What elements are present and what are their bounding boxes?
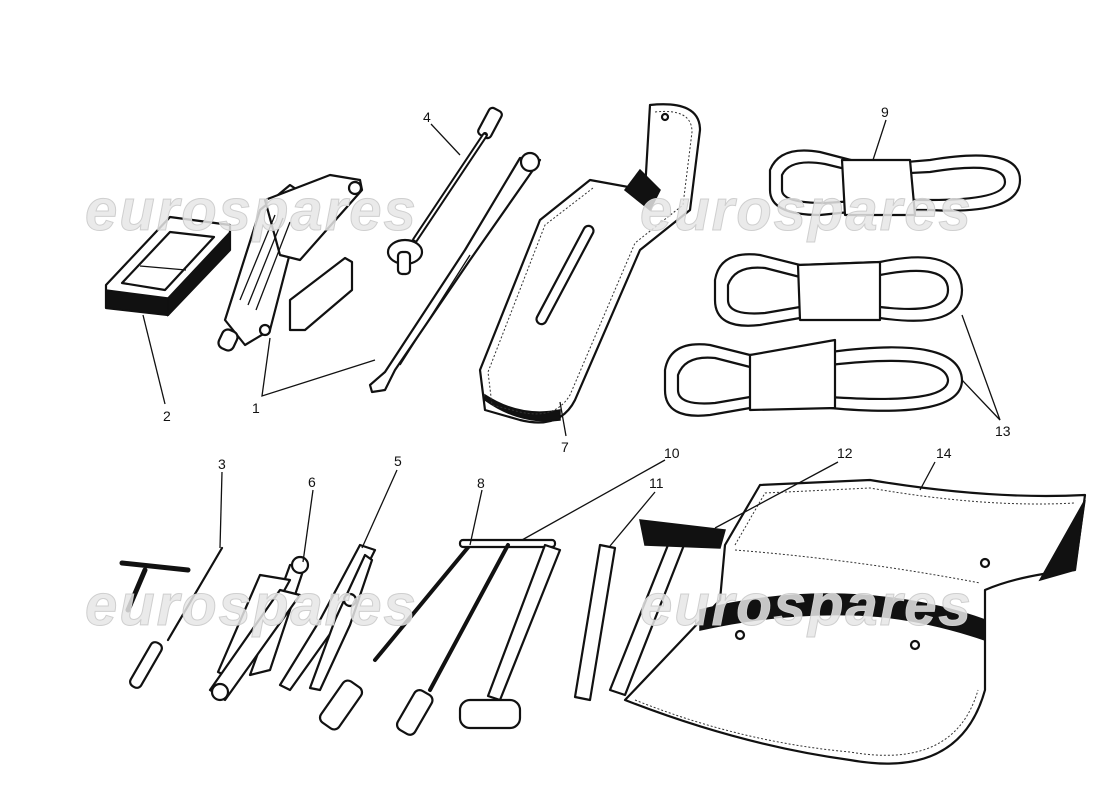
leader-lines bbox=[142, 119, 1001, 563]
callout-4: 4 bbox=[423, 109, 431, 125]
part-hammer[interactable] bbox=[608, 519, 726, 697]
callout-1: 1 bbox=[252, 400, 260, 416]
part-fan-belt-9[interactable] bbox=[768, 149, 1022, 217]
callout-13: 13 bbox=[995, 423, 1011, 439]
part-fan-belt-13b[interactable] bbox=[663, 338, 964, 417]
part-t-handle-wrench[interactable] bbox=[395, 538, 557, 737]
callout-10: 10 bbox=[664, 445, 680, 461]
part-spanner-set[interactable] bbox=[208, 555, 310, 702]
part-tool-pouch[interactable] bbox=[478, 103, 702, 424]
part-tyre-lever[interactable] bbox=[573, 543, 617, 702]
part-t-spanner[interactable] bbox=[119, 560, 191, 613]
watermark-text: eurospares bbox=[85, 573, 418, 638]
part-tool-roll[interactable] bbox=[623, 478, 1087, 765]
watermark-text: eurospares bbox=[85, 178, 418, 243]
callout-9: 9 bbox=[881, 104, 889, 120]
watermark-text: eurospares bbox=[640, 573, 973, 638]
callout-11: 11 bbox=[649, 475, 664, 491]
part-jack-base[interactable] bbox=[104, 215, 232, 317]
callout-7: 7 bbox=[561, 439, 569, 455]
callout-3: 3 bbox=[218, 456, 226, 472]
part-box-spanner[interactable] bbox=[318, 543, 472, 732]
part-scissor-jack[interactable] bbox=[217, 173, 364, 352]
part-fan-belt-13a[interactable] bbox=[713, 253, 964, 327]
callout-14: 14 bbox=[936, 445, 952, 461]
callout-5: 5 bbox=[394, 453, 402, 469]
part-pliers[interactable] bbox=[278, 543, 377, 692]
part-mallet[interactable] bbox=[458, 543, 562, 730]
callouts: 1 2 3 4 5 6 7 8 9 10 11 12 13 14 bbox=[163, 104, 1011, 491]
callout-8: 8 bbox=[477, 475, 485, 491]
watermark-text: eurospares bbox=[640, 178, 973, 243]
part-jack-handle[interactable] bbox=[368, 151, 542, 394]
callout-2: 2 bbox=[163, 408, 171, 424]
part-screwdriver-small[interactable] bbox=[128, 546, 224, 690]
part-wheel-brace[interactable] bbox=[386, 106, 503, 276]
callout-12: 12 bbox=[837, 445, 853, 461]
watermark: eurospares eurospares eurospares eurospa… bbox=[85, 178, 973, 639]
callout-6: 6 bbox=[308, 474, 316, 490]
